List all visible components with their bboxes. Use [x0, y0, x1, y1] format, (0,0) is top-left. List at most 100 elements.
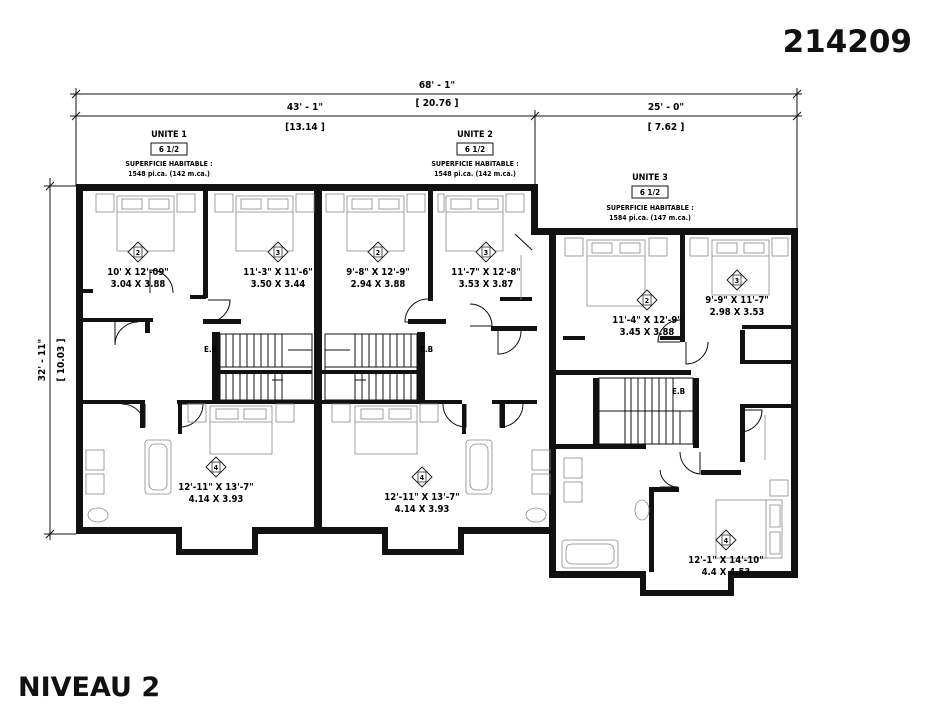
door — [114, 321, 139, 346]
bed — [235, 195, 294, 252]
eb-label: E.B — [672, 387, 685, 396]
nightstand — [325, 193, 345, 213]
nightstand — [419, 403, 439, 423]
unit-1-info: UNITE 1 6 1/2 SUPERFICIE HABITABLE : 154… — [125, 130, 212, 178]
room-dimension-imperial: 12'-1" X 14'-10" — [688, 555, 763, 566]
left-width-label: 43' - 1" — [287, 102, 323, 113]
unit-type-box — [456, 142, 494, 156]
bathtub — [465, 439, 493, 495]
right-width-metric: [ 7.62 ] — [648, 122, 685, 133]
door — [659, 469, 679, 488]
room-dimension-imperial: 11'-7" X 12'-8" — [451, 267, 520, 278]
nightstand — [95, 193, 115, 213]
stair-unit-2 — [324, 333, 418, 401]
plan-number: 214209 — [783, 24, 912, 60]
unit-area-label: SUPERFICIE HABITABLE : — [125, 160, 212, 168]
nightstand — [275, 403, 295, 423]
room-number: 3 — [276, 249, 280, 257]
bed — [715, 499, 783, 559]
depth-label: 32' - 11" — [37, 339, 48, 381]
room-number: 4 — [724, 537, 729, 545]
room-dimension-metric: 3.04 X 3.88 — [111, 279, 166, 290]
unit-area: 1548 pi.ca. (142 m.ca.) — [434, 170, 516, 178]
bathtub — [144, 439, 172, 495]
vanity — [531, 449, 551, 471]
total-width-label: 68' - 1" — [419, 80, 455, 91]
room-tag: 3 9'-9" X 11'-7"2.98 X 3.53 — [705, 269, 769, 318]
vanity — [85, 473, 105, 495]
nightstand — [406, 193, 426, 213]
stair-unit-3 — [598, 377, 694, 445]
room-number: 3 — [735, 277, 739, 285]
room-dimension-metric: 2.98 X 3.53 — [710, 307, 765, 318]
unit-title: UNITE 1 — [151, 130, 187, 140]
room-dimension-imperial: 12'-11" X 13'-7" — [384, 492, 459, 503]
door — [404, 298, 429, 323]
room-dimension-imperial: 12'-11" X 13'-7" — [178, 482, 253, 493]
door — [514, 233, 533, 251]
room-tag: 4 12'-1" X 14'-10"4.4 X 4.53 — [688, 529, 764, 578]
unit-area-label: SUPERFICIE HABITABLE : — [606, 204, 693, 212]
nightstand — [295, 193, 315, 213]
walls — [76, 184, 798, 596]
vanity — [563, 457, 583, 479]
bed — [209, 405, 273, 455]
room-tag: 2 9'-8" X 12'-9"2.94 X 3.88 — [346, 241, 410, 290]
bathtub — [561, 539, 619, 569]
nightstand — [564, 237, 584, 257]
room-dimension-metric: 4.14 X 3.93 — [395, 504, 450, 515]
stair-unit-1 — [219, 333, 313, 401]
dimension-lines — [44, 88, 802, 540]
nightstand — [331, 403, 351, 423]
room-tag: 4 12'-11" X 13'-7"4.14 X 3.93 — [178, 456, 254, 505]
nightstand — [187, 403, 207, 423]
room-tag: 2 11'-4" X 12'-9"3.45 X 3.88 — [612, 289, 682, 338]
door — [121, 403, 146, 428]
eb-label: E.B — [204, 345, 217, 354]
room-number: 4 — [420, 474, 425, 482]
total-width-metric: [ 20.76 ] — [416, 98, 459, 109]
nightstand — [176, 193, 196, 213]
door — [469, 303, 493, 327]
room-dimension-metric: 4.4 X 4.53 — [702, 567, 751, 578]
room-number: 2 — [136, 249, 140, 257]
room-dimension-metric: 2.94 X 3.88 — [351, 279, 406, 290]
toilet — [87, 507, 109, 523]
door — [499, 403, 524, 428]
door — [442, 403, 467, 428]
room-number: 2 — [376, 249, 380, 257]
door — [679, 451, 701, 475]
level-label: NIVEAU 2 — [18, 672, 160, 703]
room-number: 3 — [484, 249, 488, 257]
unit-title: UNITE 3 — [632, 173, 668, 183]
unit-area: 1548 pi.ca. (142 m.ca.) — [128, 170, 210, 178]
room-dimension-imperial: 11'-4" X 12'-9" — [612, 315, 681, 326]
room-dimension-metric: 3.50 X 3.44 — [251, 279, 306, 290]
bed — [116, 195, 175, 252]
room-dimension-imperial: 9'-9" X 11'-7" — [705, 295, 769, 306]
room-dimension-metric: 3.45 X 3.88 — [620, 327, 675, 338]
unit-type: 6 1/2 — [159, 145, 179, 154]
unit-2-info: UNITE 2 6 1/2 SUPERFICIE HABITABLE : 154… — [431, 130, 518, 178]
unit-area-label: SUPERFICIE HABITABLE : — [431, 160, 518, 168]
unit-area: 1584 pi.ca. (147 m.ca.) — [609, 214, 691, 222]
bed — [445, 195, 504, 252]
room-tag: 311'-7" X 12'-8"3.53 X 3.87 — [451, 241, 521, 290]
toilet — [634, 499, 650, 521]
unit-type: 6 1/2 — [640, 188, 660, 197]
room-number: 2 — [645, 297, 649, 305]
room-tag: 311'-3" X 11'-6"3.50 X 3.44 — [243, 241, 313, 290]
room-dimension-metric: 4.14 X 3.93 — [189, 494, 244, 505]
nightstand — [771, 237, 789, 257]
bed — [711, 239, 770, 296]
door — [657, 319, 681, 343]
right-width-label: 25' - 0" — [648, 102, 684, 113]
door — [179, 403, 204, 428]
unit-type-box — [631, 185, 669, 199]
room-dimension-imperial: 9'-8" X 12'-9" — [346, 267, 410, 278]
left-width-metric: [13.14 ] — [285, 122, 325, 133]
room-number: 4 — [214, 464, 219, 472]
door — [685, 341, 709, 365]
